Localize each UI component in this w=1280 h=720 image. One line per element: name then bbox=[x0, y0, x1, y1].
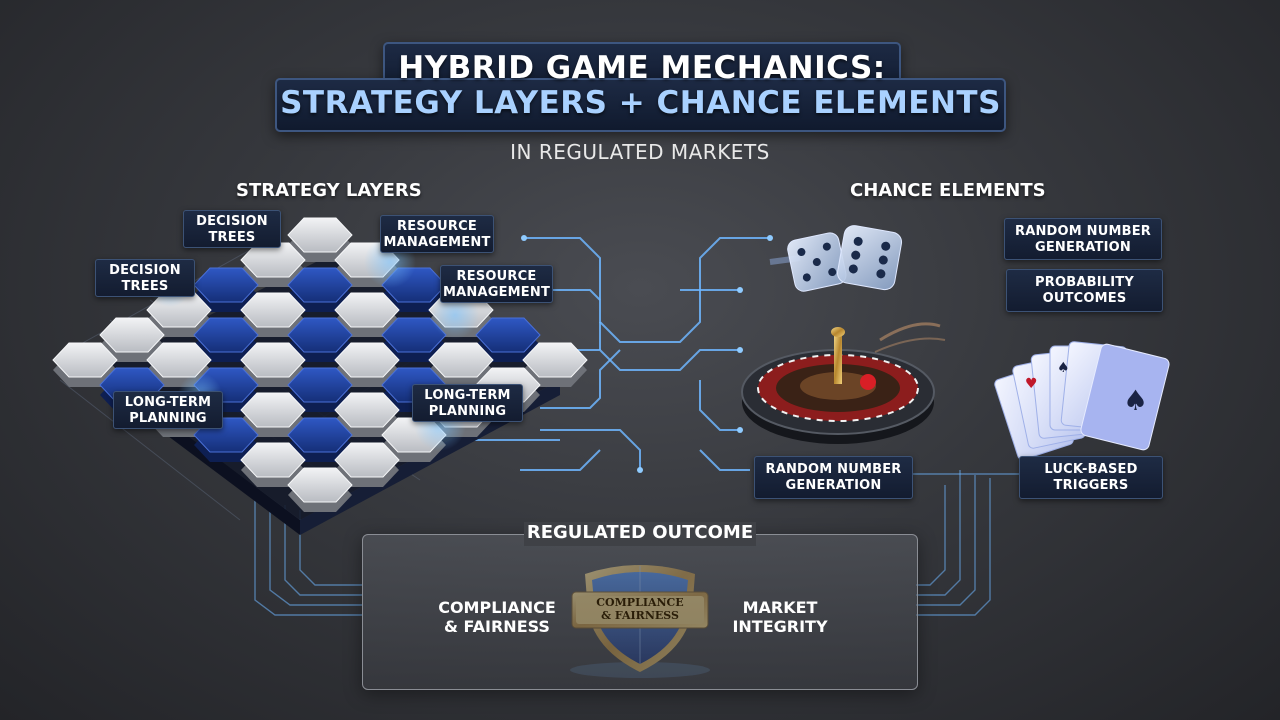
label-line2: TRIGGERS bbox=[1053, 478, 1129, 493]
chance-label-random-number-generation-2: RANDOM NUMBER GENERATION bbox=[754, 456, 913, 499]
subtitle: IN REGULATED MARKETS bbox=[510, 140, 770, 164]
hex-tile-blue bbox=[475, 317, 541, 353]
title-box-line2 bbox=[275, 78, 1006, 132]
label-line1: LONG-TERM bbox=[124, 395, 212, 410]
hex-tile-silver bbox=[428, 342, 494, 378]
hex-tile-silver bbox=[287, 217, 353, 253]
banner-line2: & FAIRNESS bbox=[601, 609, 679, 622]
svg-text:♥: ♥ bbox=[1025, 376, 1038, 392]
hex-tile-silver bbox=[334, 392, 400, 428]
label-line1: LONG-TERM bbox=[424, 388, 511, 403]
strategy-heading: STRATEGY LAYERS bbox=[236, 180, 422, 201]
hex-tile-silver bbox=[52, 342, 118, 378]
hex-tile-blue bbox=[287, 417, 353, 453]
hex-tile-blue bbox=[287, 367, 353, 403]
label-line2: MANAGEMENT bbox=[383, 235, 491, 250]
label-line2: MANAGEMENT bbox=[442, 285, 551, 300]
hex-tile-silver bbox=[240, 442, 306, 478]
text-line1: COMPLIANCE bbox=[438, 598, 556, 617]
outcome-left-text: COMPLIANCE & FAIRNESS bbox=[432, 598, 562, 636]
text-line2: & FAIRNESS bbox=[444, 617, 550, 636]
label-line1: PROBABILITY bbox=[1035, 275, 1134, 290]
label-line1: RESOURCE bbox=[456, 269, 537, 284]
strategy-label-decision-trees-1: DECISION TREES bbox=[183, 210, 281, 248]
strategy-label-long-term-planning-1: LONG-TERM PLANNING bbox=[113, 391, 223, 429]
svg-text:♠: ♠ bbox=[1057, 360, 1070, 376]
roulette-wheel-icon bbox=[741, 322, 946, 444]
chance-label-random-number-generation-1: RANDOM NUMBER GENERATION bbox=[1004, 218, 1162, 260]
svg-text:♠: ♠ bbox=[1123, 384, 1148, 417]
label-line2: GENERATION bbox=[785, 478, 882, 493]
hex-tile-blue bbox=[287, 317, 353, 353]
outcome-right-text: MARKET INTEGRITY bbox=[720, 598, 840, 636]
label-line2: OUTCOMES bbox=[1042, 291, 1127, 306]
label-line1: RANDOM NUMBER bbox=[1014, 224, 1152, 239]
label-line2: PLANNING bbox=[428, 404, 507, 419]
hex-tile-blue bbox=[287, 267, 353, 303]
shield-banner-text: COMPLIANCE & FAIRNESS bbox=[576, 596, 704, 622]
label-line1: RESOURCE bbox=[397, 219, 477, 234]
strategy-label-long-term-planning-2: LONG-TERM PLANNING bbox=[412, 384, 523, 422]
title-line2: STRATEGY LAYERS + CHANCE ELEMENTS bbox=[280, 85, 1001, 121]
hex-tile-silver bbox=[146, 342, 212, 378]
playing-cards-icon: ♥ ♠ ♠ bbox=[994, 341, 1170, 461]
hex-tile-silver bbox=[240, 342, 306, 378]
label-line2: GENERATION bbox=[1034, 240, 1131, 255]
label-line1: DECISION bbox=[109, 263, 181, 278]
strategy-label-decision-trees-2: DECISION TREES bbox=[95, 259, 195, 297]
chance-label-probability-outcomes: PROBABILITY OUTCOMES bbox=[1006, 269, 1163, 312]
chance-heading: CHANCE ELEMENTS bbox=[850, 180, 1046, 201]
hex-tile-silver bbox=[522, 342, 588, 378]
strategy-label-resource-management-1: RESOURCE MANAGEMENT bbox=[380, 215, 494, 253]
strategy-label-resource-management-2: RESOURCE MANAGEMENT bbox=[440, 265, 553, 303]
text-line2: INTEGRITY bbox=[732, 617, 828, 636]
hex-tile-silver bbox=[240, 292, 306, 328]
hex-tile-silver bbox=[240, 392, 306, 428]
label-line2: PLANNING bbox=[129, 411, 207, 426]
hex-tile-silver bbox=[287, 467, 353, 503]
label-line2: TREES bbox=[208, 230, 256, 245]
hex-tile-silver bbox=[99, 317, 165, 353]
hex-tile-silver bbox=[334, 342, 400, 378]
label-line1: LUCK-BASED bbox=[1044, 462, 1138, 477]
label-line1: DECISION bbox=[196, 214, 268, 229]
hex-tile-silver bbox=[334, 292, 400, 328]
label-line2: TREES bbox=[121, 279, 169, 294]
dice-icon bbox=[769, 225, 903, 292]
text-line1: MARKET bbox=[742, 598, 818, 617]
regulated-outcome-panel bbox=[362, 534, 918, 690]
chance-label-luck-based-triggers: LUCK-BASED TRIGGERS bbox=[1019, 456, 1163, 499]
title-line1: HYBRID GAME MECHANICS: bbox=[398, 50, 886, 86]
regulated-outcome-heading: REGULATED OUTCOME bbox=[524, 522, 756, 546]
hex-tile-silver bbox=[334, 442, 400, 478]
hex-tile-blue bbox=[193, 317, 259, 353]
banner-line1: COMPLIANCE bbox=[596, 596, 684, 609]
label-line1: RANDOM NUMBER bbox=[765, 462, 902, 477]
hex-tile-blue bbox=[193, 267, 259, 303]
